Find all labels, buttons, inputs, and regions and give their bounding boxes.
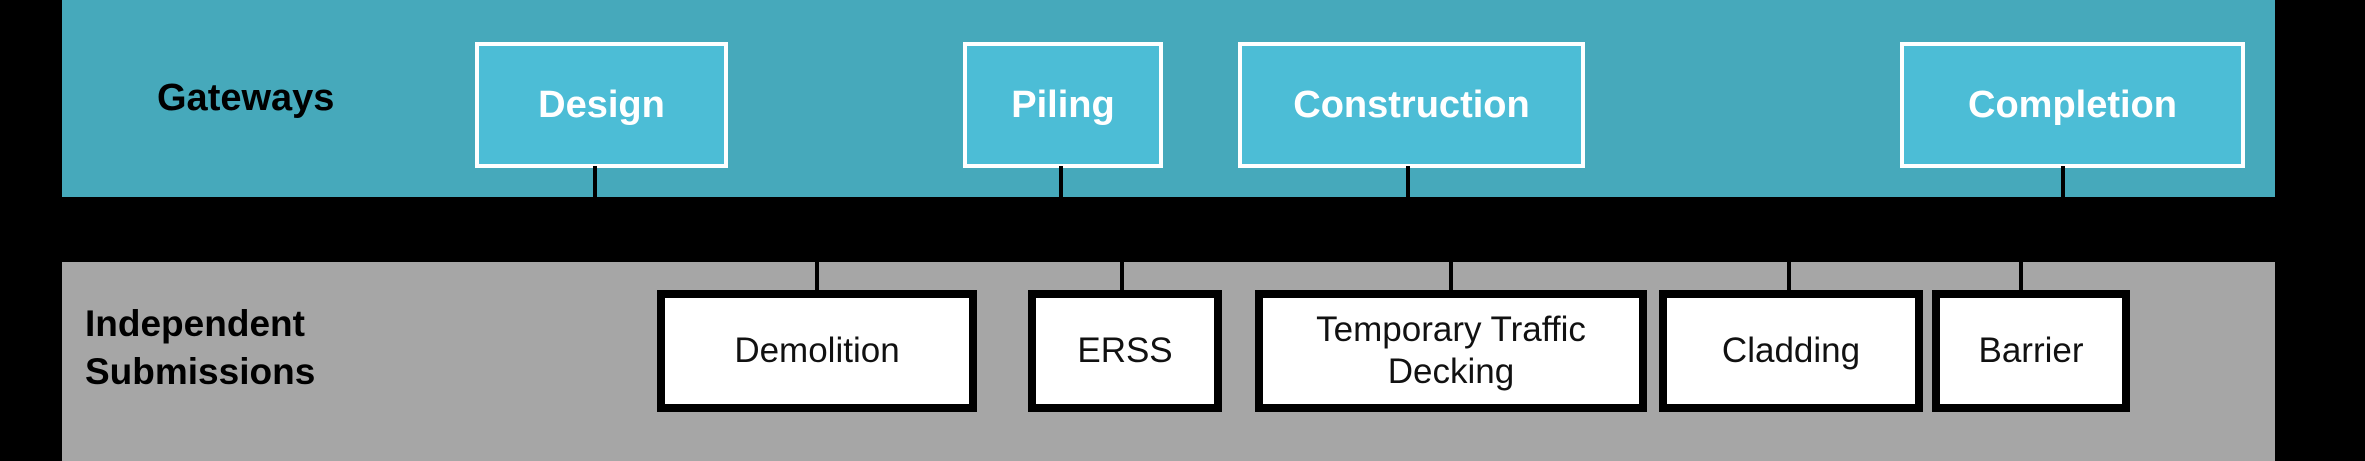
connector-piling [1059,166,1063,197]
submission-box-demolition: Demolition [657,290,977,412]
gateway-box-design: Design [475,42,728,168]
connector-erss [1120,262,1124,292]
submission-box-cladding-label: Cladding [1721,331,1861,370]
connector-barrier [2019,262,2023,292]
gateways-band-label: Gateways [157,77,335,119]
submission-box-barrier: Barrier [1932,290,2130,412]
gateway-box-piling-label: Piling [1011,83,1115,126]
submission-box-temporary-traffic-decking-label: Temporary Traffic Decking [1316,310,1586,391]
gateway-box-piling: Piling [963,42,1163,168]
gateway-box-completion-label: Completion [1968,83,2177,126]
connector-temporary-traffic-decking [1449,262,1453,292]
submission-box-temporary-traffic-decking: Temporary Traffic Decking [1255,290,1647,412]
connector-completion [2061,166,2065,197]
submission-box-erss: ERSS [1028,290,1222,412]
submissions-band-label: Independent Submissions [85,303,316,392]
gateway-box-construction: Construction [1238,42,1585,168]
submission-box-cladding: Cladding [1659,290,1923,412]
submission-box-erss-label: ERSS [1077,331,1173,370]
gateway-box-design-label: Design [538,83,665,126]
submission-box-barrier-label: Barrier [1978,331,2084,370]
connector-demolition [815,262,819,292]
connector-cladding [1787,262,1791,292]
gateway-box-construction-label: Construction [1293,83,1530,126]
connector-construction [1406,166,1410,197]
gateway-box-completion: Completion [1900,42,2245,168]
connector-design [593,166,597,197]
submission-box-demolition-label: Demolition [734,331,900,370]
